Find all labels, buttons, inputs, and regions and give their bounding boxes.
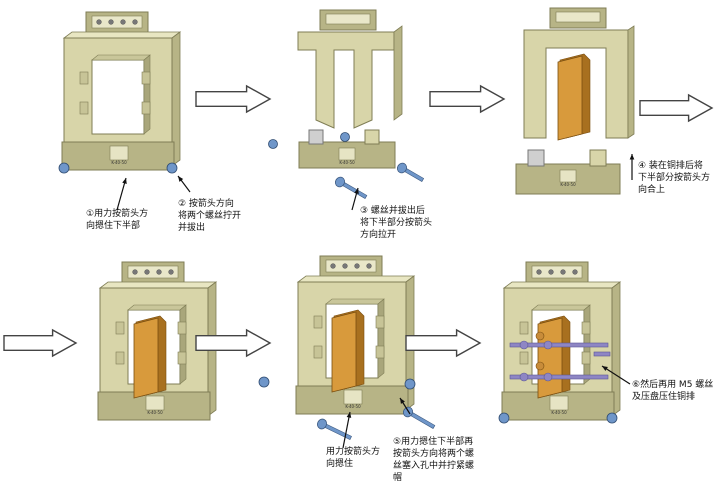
nameplate (549, 395, 569, 411)
step-2-caption: ② 按箭头方向 将两个螺丝拧开 并拔出 (178, 199, 242, 233)
model-label: K-40-50 (345, 404, 361, 409)
window (91, 59, 145, 135)
pointer-step-3 (351, 187, 359, 211)
transformer-step-4b: K-40-50 (97, 261, 218, 421)
step-3-caption: ③ 螺丝并拔出后 将下半部分按箭头 方向拉开 (360, 206, 433, 240)
copper-bar (331, 311, 357, 393)
pointer-step-2 (177, 175, 191, 193)
process-arrow-3 (639, 93, 714, 123)
step-1-caption: ①用力按箭头方 向摁住下半部 (86, 209, 149, 231)
pointer-step-5a (342, 411, 352, 449)
bolt-right (166, 162, 178, 174)
transformer-step-4-top (523, 7, 635, 141)
copper-bar (133, 317, 159, 399)
nameplate (343, 389, 363, 405)
step-5b-caption: ⑤用力摁住下半部再 按箭头方向将两个螺 丝塞入孔中并拧紧螺 帽 (393, 437, 475, 483)
pointer-step-5b (399, 397, 411, 415)
process-arrow-2 (429, 84, 506, 114)
bolt-removed-1 (334, 176, 368, 199)
nameplate (109, 145, 129, 161)
nut-b (340, 132, 350, 142)
clamp-screws (509, 331, 611, 382)
pointer-step-1 (116, 177, 127, 211)
model-label: K-40-50 (147, 410, 163, 415)
transformer-step-5: K-40-50 (295, 255, 416, 415)
process-arrow-5 (195, 328, 272, 358)
bolt-insert-2 (402, 406, 436, 429)
pointer-step-6 (601, 365, 631, 385)
transformer-step-6: K-40-50 (501, 261, 622, 421)
transformer-step-4-base: K-40-50 (515, 149, 621, 195)
model-label: K-40-50 (339, 160, 355, 165)
step-4-caption: ④ 装在铜排后将 下半部分按箭头方 向合上 (638, 161, 711, 195)
pointer-step-4 (629, 154, 635, 180)
copper-bar (537, 317, 563, 399)
bolt-removed-2 (396, 162, 425, 182)
process-arrow-1 (195, 84, 272, 114)
process-arrow-6 (405, 328, 482, 358)
nut-c (258, 376, 270, 388)
transformer-step-2-top (297, 9, 403, 129)
copper-bar (557, 55, 583, 141)
model-label: K-40-50 (111, 160, 127, 165)
bolt-left (58, 162, 70, 174)
bolt-right (606, 412, 618, 424)
model-label: K-40-50 (560, 182, 576, 187)
nameplate (145, 395, 165, 411)
nut-d (404, 378, 416, 390)
nut-a (268, 139, 278, 149)
step-6-caption: ⑥然后再用 M5 螺丝 及压盘压住铜排 (632, 380, 714, 402)
transformer-step-2-base: K-40-50 (298, 129, 396, 169)
bolt-insert-1 (316, 418, 352, 441)
bolt-left (498, 412, 510, 424)
step-5a-caption: 用力按箭头方 向摁住 (326, 447, 381, 469)
model-label: K-40-50 (551, 410, 567, 415)
process-arrow-4 (3, 328, 78, 358)
transformer-step-1: K-40-50 (61, 11, 182, 171)
